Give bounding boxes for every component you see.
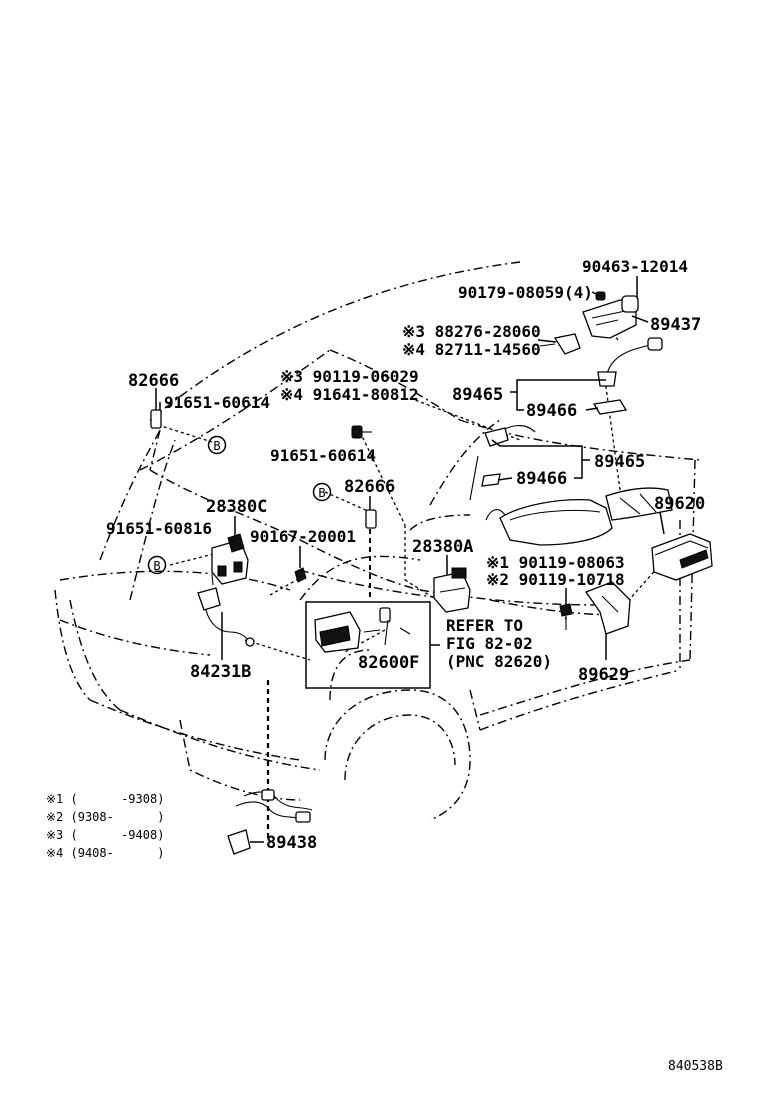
label-90119-10718: ※2 90119-10718 (486, 570, 625, 589)
relay-28380c (211, 533, 249, 585)
footnote-4: ※4 (9408- ) (46, 846, 164, 860)
label-82666-upper: 82666 (128, 371, 179, 391)
screw-90119 (351, 425, 372, 439)
label-89466-upper: 89466 (526, 401, 577, 421)
label-28380c: 28380C (206, 497, 267, 517)
fuse-82666-upper (150, 409, 162, 429)
b-mark-3 (147, 555, 167, 575)
label-89465-lower: 89465 (594, 452, 645, 472)
bolt-90119 (559, 603, 573, 630)
label-91651-60614-lower: 91651-60614 (270, 446, 376, 465)
fuse-82666-lower (365, 509, 377, 529)
b-mark-3-label: B (153, 559, 160, 573)
lower-oxygen-sensor (469, 425, 536, 501)
exhaust-converter (485, 487, 673, 546)
footnote-2: ※2 (9308- ) (46, 810, 164, 824)
label-refer-to: REFER TO (446, 616, 523, 635)
label-90463-12014: 90463-12014 (582, 257, 688, 276)
o2-sensor-bracket (582, 291, 639, 339)
reference-box (305, 601, 431, 689)
upper-oxygen-sensor (592, 337, 663, 415)
b-connector-marks: B B B (147, 435, 332, 575)
label-28380a: 28380A (412, 537, 473, 557)
footnotes: ※1 ( -9308) ※2 (9308- ) ※3 ( -9408) ※4 (… (46, 792, 164, 860)
label-brackets (155, 276, 665, 843)
ecu-89620 (651, 533, 713, 581)
bracket-89629 (584, 581, 631, 635)
label-88276-28060: ※3 88276-28060 (402, 322, 541, 341)
label-pnc-82620: (PNC 82620) (446, 652, 552, 671)
label-91651-60816: 91651-60816 (106, 519, 212, 538)
label-89620: 89620 (654, 494, 705, 514)
label-89466-lower: 89466 (516, 469, 567, 489)
label-89465-upper: 89465 (452, 385, 503, 405)
label-fig-82-02: FIG 82-02 (446, 634, 533, 653)
relay-28380a (433, 567, 471, 613)
diagram-id: 840538B (668, 1059, 723, 1074)
b-mark-2 (312, 482, 332, 502)
label-91641-80812: ※4 91641-80812 (280, 385, 419, 404)
footnote-3: ※3 ( -9408) (46, 828, 164, 842)
label-89437: 89437 (650, 315, 701, 335)
label-82711-14560: ※4 82711-14560 (402, 340, 541, 359)
label-89629: 89629 (578, 665, 629, 685)
b-mark-1-label: B (213, 439, 220, 453)
b-mark-1 (207, 435, 227, 455)
label-89438: 89438 (266, 833, 317, 853)
label-90179-08059: 90179-08059(4) (458, 283, 593, 302)
car-body-outline (54, 261, 701, 821)
sensor-connector (539, 333, 581, 355)
label-90119-08063: ※1 90119-08063 (486, 553, 625, 572)
part-labels: 90463-12014 90179-08059(4) 89437 ※3 8827… (106, 257, 705, 853)
clip-90167 (294, 567, 307, 583)
footnote-1: ※1 ( -9308) (46, 792, 164, 806)
label-90119-06029: ※3 90119-06029 (280, 367, 419, 386)
label-82666-lower: 82666 (344, 477, 395, 497)
label-91651-60614-upper: 91651-60614 (164, 393, 270, 412)
label-84231b: 84231B (190, 662, 251, 682)
label-82600f: 82600F (358, 653, 419, 673)
label-90167-20001: 90167-20001 (250, 527, 356, 546)
switch-84231b (197, 574, 255, 647)
sensor-89438 (227, 789, 313, 855)
b-mark-2-label: B (318, 486, 325, 500)
